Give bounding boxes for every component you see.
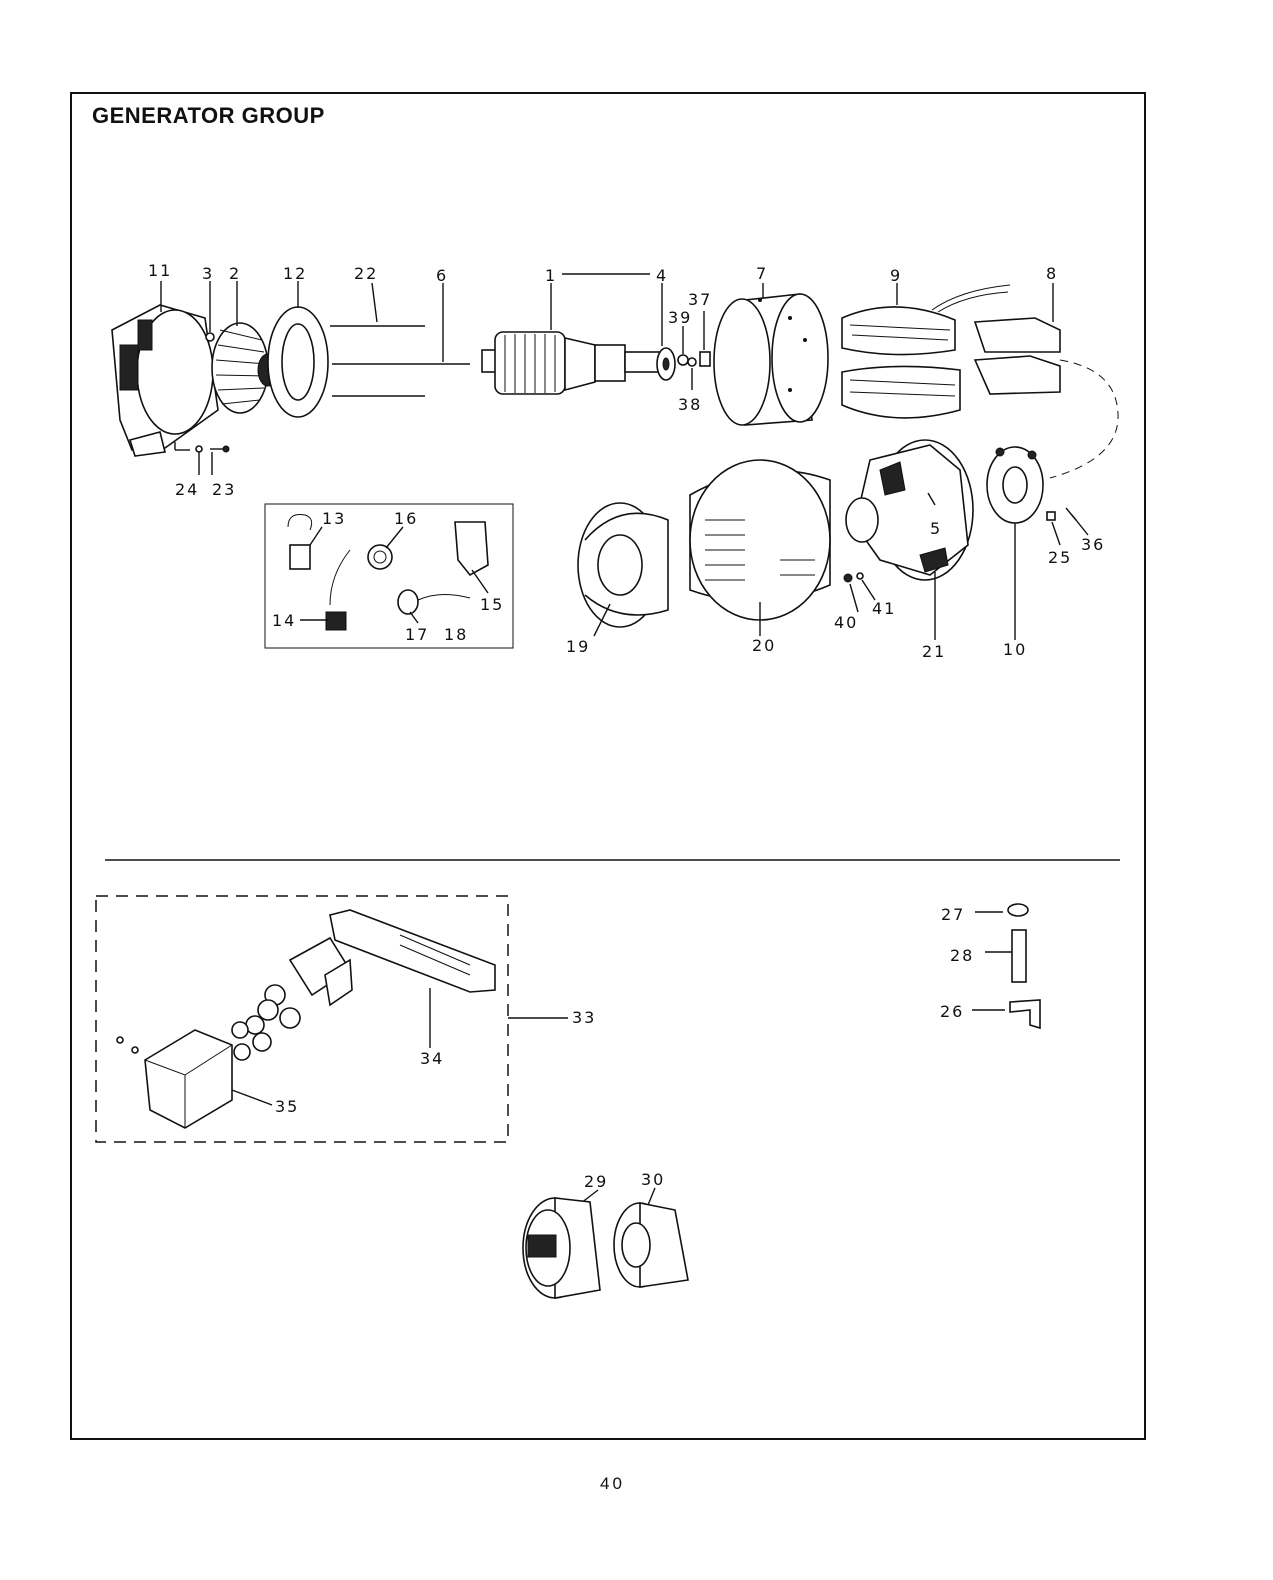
part-rotor-30: [614, 1203, 688, 1287]
callout-8: 8: [1046, 264, 1058, 283]
callout-16: 16: [394, 509, 418, 528]
callout-34: 34: [420, 1049, 444, 1068]
part-washer-41: [857, 573, 863, 579]
part-regulator-bracket: [290, 910, 495, 1005]
callout-20: 20: [752, 636, 776, 655]
part-armature: [482, 332, 663, 394]
part-field-frame: [714, 294, 828, 425]
part-gasket: [268, 307, 328, 417]
part-spring-16: [368, 545, 392, 569]
callout-17: 17: [405, 625, 429, 644]
part-resistor-assembly: [1008, 904, 1040, 1028]
callout-24: 24: [175, 480, 199, 499]
part-capacitor-17: [398, 590, 470, 614]
callout-22: 22: [354, 264, 378, 283]
callout-18: 18: [444, 625, 468, 644]
part-pole-shoes: [975, 318, 1060, 394]
part-regulator-cover: [117, 1030, 232, 1128]
callout-12: 12: [283, 264, 307, 283]
callout-4: 4: [656, 266, 668, 285]
callout-11: 11: [148, 261, 172, 280]
part-screw-23: [175, 442, 229, 452]
callout-15: 15: [480, 595, 504, 614]
part-bracket-15: [455, 522, 488, 575]
callout-14: 14: [272, 611, 296, 630]
callout-36: 36: [1081, 535, 1105, 554]
callout-6: 6: [436, 266, 448, 285]
part-washer-38: [688, 358, 696, 366]
part-washer-39: [678, 355, 688, 365]
callout-33: 33: [572, 1008, 596, 1027]
callout-3: 3: [202, 264, 214, 283]
callout-9: 9: [890, 266, 902, 285]
callout-21: 21: [922, 642, 946, 661]
callout-27: 27: [941, 905, 965, 924]
callout-7: 7: [756, 264, 768, 283]
part-nut-40: [844, 574, 852, 582]
callout-38: 38: [678, 395, 702, 414]
part-cover-band: [690, 460, 830, 620]
part-brush-13: [288, 515, 312, 570]
part-brush-14: [326, 550, 350, 630]
callout-29: 29: [584, 1172, 608, 1191]
part-regulator-washers: [232, 985, 300, 1060]
callout-10: 10: [1003, 640, 1027, 659]
callout-37: 37: [688, 290, 712, 309]
callout-26: 26: [940, 1002, 964, 1021]
part-brush-plate: [987, 447, 1043, 523]
part-commutator-end-frame: [846, 440, 973, 580]
callout-30: 30: [641, 1170, 665, 1189]
callout-5: 5: [930, 519, 942, 538]
part-bearing: [657, 348, 675, 380]
callout-23: 23: [212, 480, 236, 499]
callout-39: 39: [668, 308, 692, 327]
callout-35: 35: [275, 1097, 299, 1116]
part-end-housing: [112, 305, 218, 456]
part-end-cover: [578, 503, 668, 627]
callout-19: 19: [566, 637, 590, 656]
part-through-bolts: [330, 326, 470, 396]
part-nut-25: [1047, 512, 1055, 520]
part-nut-37: [700, 352, 710, 366]
callout-25: 25: [1048, 548, 1072, 567]
part-rotor-29: [523, 1198, 600, 1298]
callout-41: 41: [872, 599, 896, 618]
callout-28: 28: [950, 946, 974, 965]
callout-13: 13: [322, 509, 346, 528]
callout-2: 2: [229, 264, 241, 283]
callout-1: 1: [545, 266, 557, 285]
callout-40: 40: [834, 613, 858, 632]
part-washer: [206, 333, 214, 341]
leader-lines-bottom: [232, 912, 1012, 1210]
